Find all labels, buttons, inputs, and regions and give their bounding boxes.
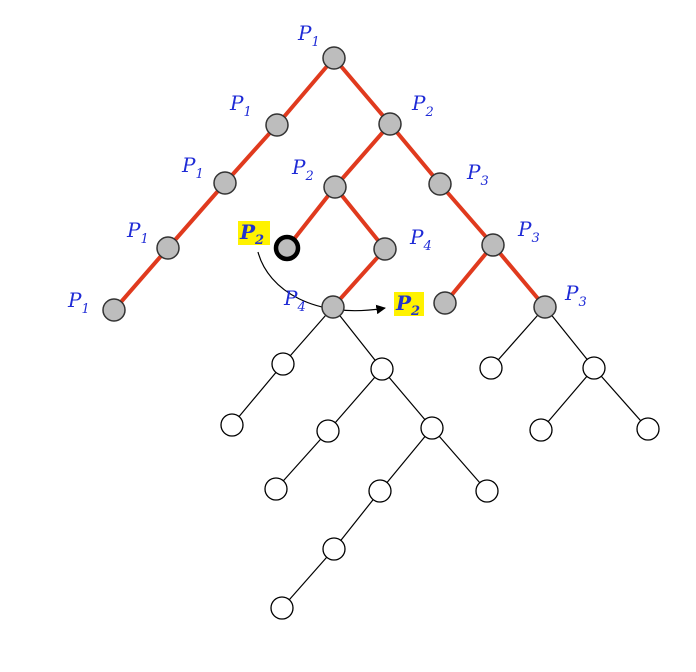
node-left4 bbox=[102, 298, 126, 322]
label-left1: P1 bbox=[229, 91, 252, 120]
edge-b7 bbox=[379, 427, 433, 492]
node-left3 bbox=[156, 236, 180, 260]
edge-b4 bbox=[327, 368, 383, 432]
node-w6 bbox=[420, 416, 444, 440]
edge-b8 bbox=[333, 490, 381, 550]
edge-b5 bbox=[275, 430, 329, 490]
edge-b6 bbox=[381, 368, 433, 429]
edge-root-right bbox=[332, 56, 392, 126]
node-w12 bbox=[582, 356, 606, 380]
edge-right-p3a bbox=[388, 122, 442, 186]
node-w13 bbox=[529, 418, 553, 442]
label-root: P1 bbox=[297, 21, 320, 50]
node-p3a bbox=[428, 172, 452, 196]
edge-p3b-p3c bbox=[491, 243, 547, 309]
edge-b14 bbox=[593, 367, 649, 430]
edge-b3 bbox=[332, 306, 383, 370]
label-right2: P3 bbox=[517, 217, 540, 246]
node-p3b bbox=[481, 233, 505, 257]
node-mid bbox=[323, 175, 347, 199]
edge-p4-bottom bbox=[331, 247, 387, 309]
edge-p3a-p3b bbox=[438, 182, 495, 247]
edge-b11 bbox=[490, 306, 546, 369]
label-mid-bottom: P4 bbox=[283, 286, 306, 315]
node-w1 bbox=[271, 352, 295, 376]
node-w5 bbox=[264, 477, 288, 501]
highlight-bg-right bbox=[394, 292, 424, 316]
visited-nodes bbox=[102, 46, 557, 322]
node-right bbox=[378, 112, 402, 136]
edge-b9 bbox=[281, 548, 335, 609]
highlight-bg-left bbox=[238, 221, 270, 245]
node-w11 bbox=[479, 356, 503, 380]
label-right3: P3 bbox=[564, 281, 587, 310]
label-left2: P1 bbox=[181, 153, 204, 182]
node-w9 bbox=[322, 537, 346, 561]
unvisited-nodes bbox=[220, 352, 660, 620]
edge-b10 bbox=[431, 427, 488, 492]
label-right1: P3 bbox=[466, 160, 489, 189]
edge-mid-p4 bbox=[333, 185, 387, 251]
node-p4 bbox=[373, 237, 397, 261]
label-mid-left: P2 bbox=[291, 155, 314, 184]
tree-edges bbox=[231, 306, 649, 609]
edge-b13 bbox=[540, 367, 595, 431]
transfer-arrow bbox=[257, 251, 386, 315]
highlight-label-left: P2 bbox=[239, 220, 264, 248]
edge-right-mid bbox=[333, 122, 392, 189]
node-w8 bbox=[475, 479, 499, 503]
node-w2 bbox=[220, 413, 244, 437]
label-mid-right: P4 bbox=[409, 225, 432, 254]
edge-p3b-leftleaf bbox=[443, 243, 495, 305]
edge-root-left1 bbox=[275, 56, 336, 127]
edge-b12 bbox=[544, 306, 595, 369]
node-left1 bbox=[265, 113, 289, 137]
active-edges bbox=[112, 56, 547, 312]
node-w10 bbox=[270, 596, 294, 620]
node-p3-leftleaf bbox=[433, 291, 457, 315]
label-left3: P1 bbox=[126, 218, 149, 247]
edge-left1-left2 bbox=[223, 123, 279, 185]
node-root bbox=[322, 46, 346, 70]
highlight-label-right: P2 bbox=[395, 291, 420, 319]
edge-b1 bbox=[282, 306, 334, 365]
node-left2 bbox=[213, 171, 237, 195]
node-p3c bbox=[533, 295, 557, 319]
label-left4: P1 bbox=[67, 288, 90, 317]
node-w4 bbox=[316, 419, 340, 443]
label-mid-top: P2 bbox=[411, 91, 434, 120]
node-w7 bbox=[368, 479, 392, 503]
edge-b2 bbox=[231, 363, 284, 426]
node-bottom bbox=[321, 295, 345, 319]
edge-left2-left3 bbox=[166, 181, 227, 250]
node-w3 bbox=[370, 357, 394, 381]
edge-left3-left4 bbox=[112, 246, 170, 312]
node-w14 bbox=[636, 417, 660, 441]
node-p2-current bbox=[273, 234, 301, 262]
